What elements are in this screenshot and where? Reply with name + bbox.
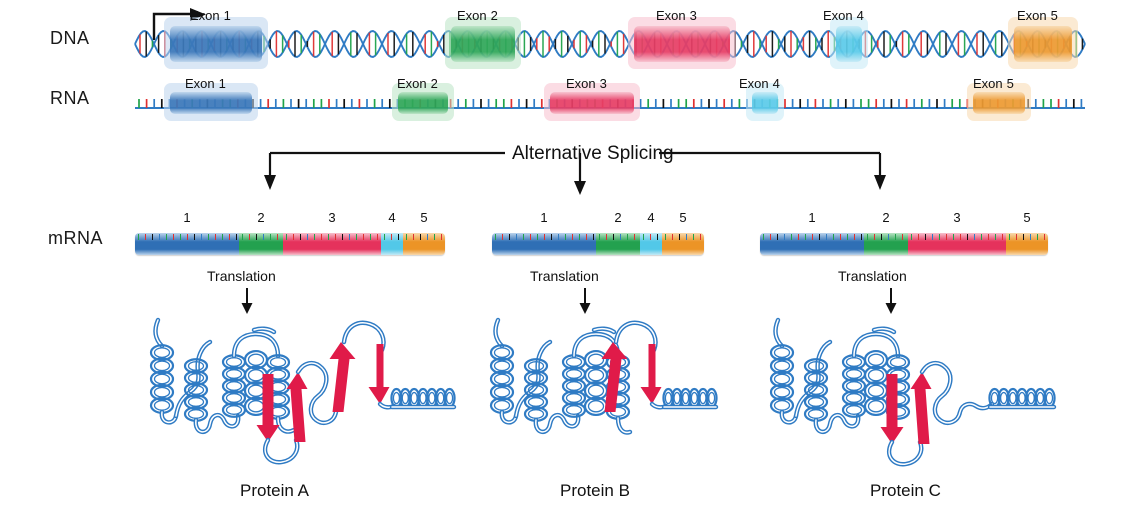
- dna-exon-1: [170, 26, 262, 62]
- mrna-exon-number-1: 1: [183, 210, 191, 225]
- alternative-splicing-bracket: [264, 151, 886, 195]
- mrna-exon-number-3: 3: [328, 210, 336, 225]
- mrna-bar-a: [135, 233, 445, 255]
- mrna-exon-number-2: 2: [257, 210, 265, 225]
- mrna-segment-exon-3: [908, 233, 1006, 255]
- mrna-exon-number-3: 3: [953, 210, 961, 225]
- mrna-exon-number-5: 5: [679, 210, 687, 225]
- mrna-segment-exon-1: [760, 233, 864, 255]
- dna-double-helix: [134, 22, 1086, 66]
- dna-exon-4: [836, 26, 862, 62]
- mrna-bar-c: [760, 233, 1048, 255]
- rna-exon-2: [398, 92, 448, 114]
- protein-name-c: Protein C: [870, 481, 941, 500]
- mrna-segment-exon-4: [640, 233, 662, 255]
- mrna-segment-exon-2: [239, 233, 283, 255]
- protein-name-a: Protein A: [240, 481, 309, 500]
- rna-exon-3: [550, 92, 634, 114]
- protein-structure-c: [769, 317, 1057, 467]
- mrna-segment-exon-5: [403, 233, 445, 255]
- mrna-segment-exon-2: [596, 233, 640, 255]
- rna-exon-5: [973, 92, 1025, 114]
- mrna-exon-number-1: 1: [540, 210, 548, 225]
- row-label-dna: DNA: [50, 28, 90, 48]
- dna-exon-2: [451, 26, 515, 62]
- translation-label-a: Translation: [207, 268, 276, 284]
- translation-label-b: Translation: [530, 268, 599, 284]
- mrna-exon-number-2: 2: [614, 210, 622, 225]
- mrna-exon-number-5: 5: [420, 210, 428, 225]
- row-label-rna: RNA: [50, 88, 90, 108]
- mrna-segment-exon-2: [864, 233, 908, 255]
- rna-exon-1: [170, 92, 252, 114]
- mrna-segment-exon-5: [1006, 233, 1048, 255]
- alternative-splicing-title: Alternative Splicing: [512, 143, 674, 164]
- translation-arrow-a: [241, 288, 253, 314]
- mrna-exon-number-4: 4: [388, 210, 396, 225]
- mrna-segment-exon-1: [135, 233, 239, 255]
- mrna-exon-number-2: 2: [882, 210, 890, 225]
- mrna-exon-number-4: 4: [647, 210, 655, 225]
- row-label-mrna: mRNA: [48, 228, 103, 248]
- translation-arrow-c: [885, 288, 897, 314]
- mrna-segment-exon-4: [381, 233, 403, 255]
- mrna-segment-exon-3: [283, 233, 381, 255]
- mrna-segment-exon-1: [492, 233, 596, 255]
- translation-label-c: Translation: [838, 268, 907, 284]
- mrna-exon-number-5: 5: [1023, 210, 1031, 225]
- dna-exon-5: [1014, 26, 1072, 62]
- protein-name-b: Protein B: [560, 481, 630, 500]
- dna-exon-3: [634, 26, 730, 62]
- translation-arrow-b: [579, 288, 591, 314]
- protein-structure-a: [149, 317, 457, 465]
- rna-exon-4: [752, 92, 778, 114]
- mrna-segment-exon-5: [662, 233, 704, 255]
- mrna-exon-number-1: 1: [808, 210, 816, 225]
- mrna-bar-b: [492, 233, 704, 255]
- protein-structure-b: [489, 317, 719, 435]
